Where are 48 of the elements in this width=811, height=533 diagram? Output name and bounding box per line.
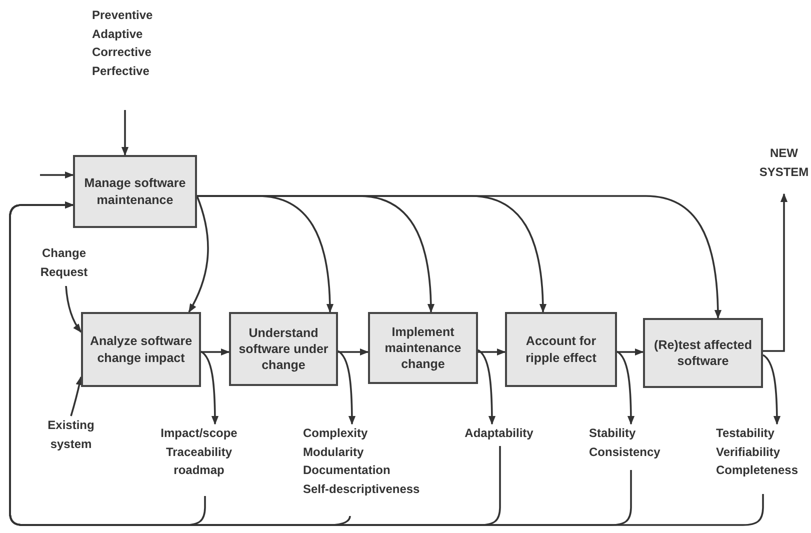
annotation-text: Self-descriptiveness [303, 480, 421, 498]
annotation-text: Adaptability [464, 425, 534, 442]
annotation-text: Modularity [303, 444, 365, 461]
annotation-text: Verifiability [716, 444, 782, 461]
arrow [201, 348, 230, 356]
arrow [762, 354, 781, 425]
arrow [65, 286, 82, 333]
process-label: Analyze software change impact [88, 333, 194, 366]
arrow [616, 350, 635, 425]
process-box [81, 312, 201, 387]
annotation-text: Consistency [589, 444, 662, 461]
annotation-text: Impact/scope [160, 425, 238, 442]
arrow [200, 350, 219, 425]
arrow [337, 350, 356, 425]
annotation-text: Corrective [92, 44, 152, 62]
process-label: Account for ripple effect [524, 333, 598, 366]
annotation-text: NEW SYSTEM [758, 145, 810, 181]
annotation-text: Stability [589, 425, 637, 442]
process-box [643, 318, 763, 388]
process-box [73, 155, 197, 228]
annotation-text: Traceability [164, 444, 234, 461]
process-label: Implement maintenance change [384, 324, 462, 372]
arrow [338, 348, 369, 356]
process-box [229, 312, 338, 386]
arrow [617, 348, 644, 356]
annotation-text: roadmap [172, 462, 226, 480]
arrow [121, 110, 129, 156]
arrow [9, 201, 764, 526]
annotation-text: Complexity [303, 425, 369, 442]
process-label: Understand software under change [238, 324, 330, 374]
annotation-text: Adaptive [92, 26, 144, 43]
arrow [477, 349, 496, 425]
annotation-text: Testability [716, 425, 776, 442]
process-label: (Re)test affected software [653, 336, 753, 370]
process-box [505, 312, 617, 387]
annotation-text: Change Request [39, 245, 89, 281]
arrow [188, 196, 209, 313]
annotation-text: Perfective [92, 62, 150, 80]
annotation-text: Documentation [303, 462, 392, 480]
arrow [70, 376, 83, 416]
annotation-text: Preventive [92, 7, 154, 24]
arrow [40, 171, 74, 179]
arrow [763, 193, 788, 352]
annotation-text: Completeness [716, 462, 800, 480]
annotation-text: Existing system [46, 417, 96, 453]
process-label: Manage software maintenance [83, 175, 187, 208]
arrow [478, 348, 506, 356]
process-box [368, 312, 478, 384]
